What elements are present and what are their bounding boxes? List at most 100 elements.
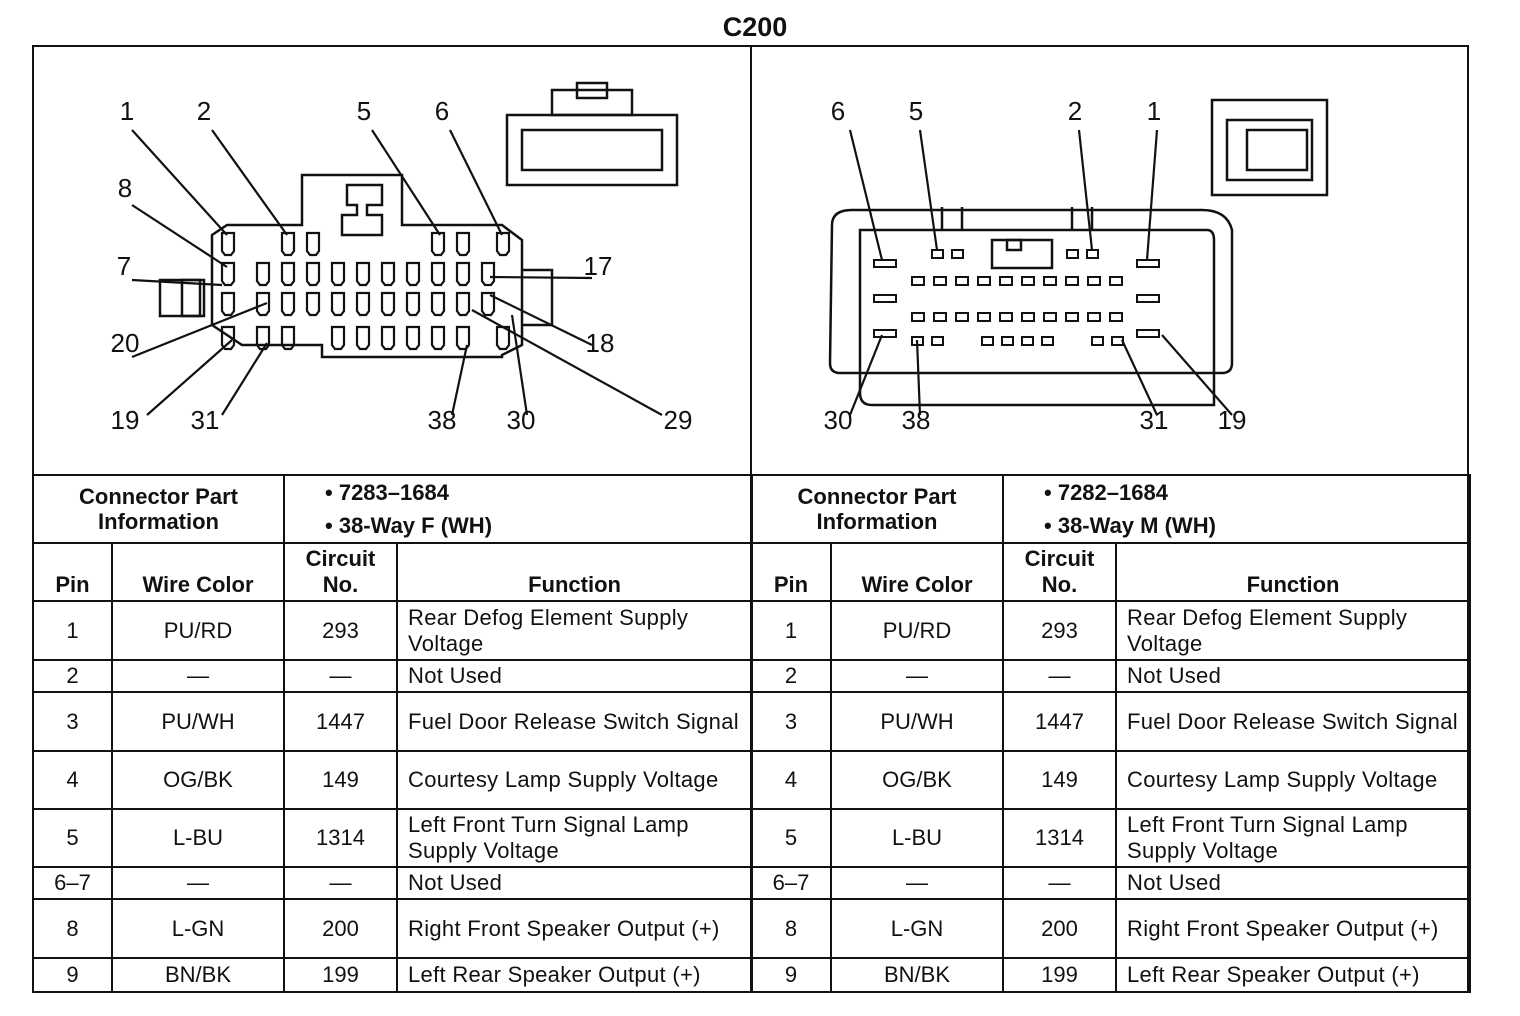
pin-label-6-left: 6	[434, 96, 450, 126]
pin-cell: 4	[750, 750, 832, 810]
header-wire-color: Wire Color	[110, 542, 286, 602]
pin-terminal	[873, 294, 897, 303]
wire-color-cell: —	[829, 659, 1005, 693]
header-circuit-no: Circuit No.	[1002, 542, 1118, 602]
pin-cell: 2	[32, 659, 113, 693]
pin-terminal	[1021, 276, 1035, 286]
function-cell: Not Used	[1115, 866, 1472, 900]
pin-terminal	[220, 261, 236, 287]
pin-terminal	[255, 325, 271, 351]
table-row: 6–7——Not Used	[32, 866, 754, 900]
pin-terminal	[405, 325, 421, 351]
pin-terminal	[305, 291, 321, 317]
pin-terminal	[981, 336, 994, 346]
pin-cell: 8	[750, 898, 832, 959]
pin-terminal	[1021, 336, 1034, 346]
wire-color-cell: PU/RD	[110, 600, 286, 661]
leader-line	[1161, 334, 1233, 416]
pin-label-7-left: 7	[116, 251, 132, 281]
pin-terminal	[1091, 336, 1104, 346]
wire-color-cell: L-GN	[110, 898, 286, 959]
function-cell: Left Rear Speaker Output (+)	[1115, 957, 1472, 993]
pin-cell: 3	[750, 691, 832, 752]
pin-terminal	[495, 325, 511, 351]
pin-terminal	[951, 249, 964, 259]
pin-terminal	[1109, 312, 1123, 322]
leader-line	[131, 204, 228, 268]
circuit-cell: 200	[283, 898, 399, 959]
table-row: 6–7——Not Used	[750, 866, 1472, 900]
leader-line	[450, 344, 469, 416]
header-function: Function	[396, 542, 754, 602]
table-row: 2——Not Used	[32, 659, 754, 693]
function-cell: Fuel Door Release Switch Signal	[396, 691, 754, 752]
wire-color-cell: OG/BK	[110, 750, 286, 810]
leader-line	[510, 314, 529, 416]
wire-color-cell: BN/BK	[110, 957, 286, 993]
pin-terminal	[280, 231, 296, 257]
pin-terminal	[355, 325, 371, 351]
pin-terminal	[330, 261, 346, 287]
leader-line	[371, 129, 441, 236]
pin-terminal	[405, 261, 421, 287]
pin-terminal	[280, 325, 296, 351]
pin-terminal	[999, 312, 1013, 322]
pin-label-2-left: 2	[196, 96, 212, 126]
pin-label-17-left: 17	[583, 251, 613, 281]
leader-line	[848, 334, 884, 416]
part-number: • 7283–1684	[325, 480, 449, 505]
table-row: 2——Not Used	[750, 659, 1472, 693]
pin-label-1-left: 1	[119, 96, 135, 126]
male-connector-face	[828, 98, 1329, 416]
circuit-cell: 199	[283, 957, 399, 993]
pin-cell: 6–7	[32, 866, 113, 900]
pin-cell: 6–7	[750, 866, 832, 900]
pin-terminal	[255, 291, 271, 317]
pin-label-38-left: 38	[427, 405, 457, 435]
pin-terminal	[430, 231, 446, 257]
leader-line	[1121, 339, 1158, 416]
circuit-cell: —	[1002, 866, 1118, 900]
circuit-cell: —	[283, 866, 399, 900]
pin-label-38-right: 38	[901, 405, 931, 435]
pin-terminal	[873, 329, 897, 338]
wire-color-cell: —	[110, 866, 286, 900]
function-cell: Left Front Turn Signal Lamp Supply Volta…	[396, 808, 754, 868]
pin-terminal	[873, 259, 897, 268]
function-cell: Courtesy Lamp Supply Voltage	[1115, 750, 1472, 810]
pin-label-19-left: 19	[110, 405, 140, 435]
pin-terminal	[931, 336, 944, 346]
pin-label-5-left: 5	[356, 96, 372, 126]
circuit-cell: —	[1002, 659, 1118, 693]
wire-color-cell: L-BU	[110, 808, 286, 868]
wire-color-cell: PU/WH	[829, 691, 1005, 752]
pin-cell: 3	[32, 691, 113, 752]
wire-color-cell: OG/BK	[829, 750, 1005, 810]
function-cell: Not Used	[396, 866, 754, 900]
pin-terminal	[330, 325, 346, 351]
leader-line	[471, 309, 663, 416]
wire-color-cell: L-GN	[829, 898, 1005, 959]
pin-terminal	[933, 276, 947, 286]
pin-cell: 2	[750, 659, 832, 693]
leader-line	[131, 278, 223, 287]
leader-line	[489, 275, 593, 280]
leader-line	[1077, 129, 1094, 251]
pin-terminal	[355, 261, 371, 287]
pin-terminal	[911, 312, 925, 322]
pin-terminal	[999, 276, 1013, 286]
pin-label-2-right: 2	[1067, 96, 1083, 126]
header-function: Function	[1115, 542, 1472, 602]
pin-terminal	[455, 291, 471, 317]
header-pin: Pin	[750, 542, 832, 602]
header-pin: Pin	[32, 542, 113, 602]
pin-terminal	[380, 325, 396, 351]
pin-terminal	[495, 231, 511, 257]
pin-terminal	[1109, 276, 1123, 286]
pin-cell: 5	[750, 808, 832, 868]
